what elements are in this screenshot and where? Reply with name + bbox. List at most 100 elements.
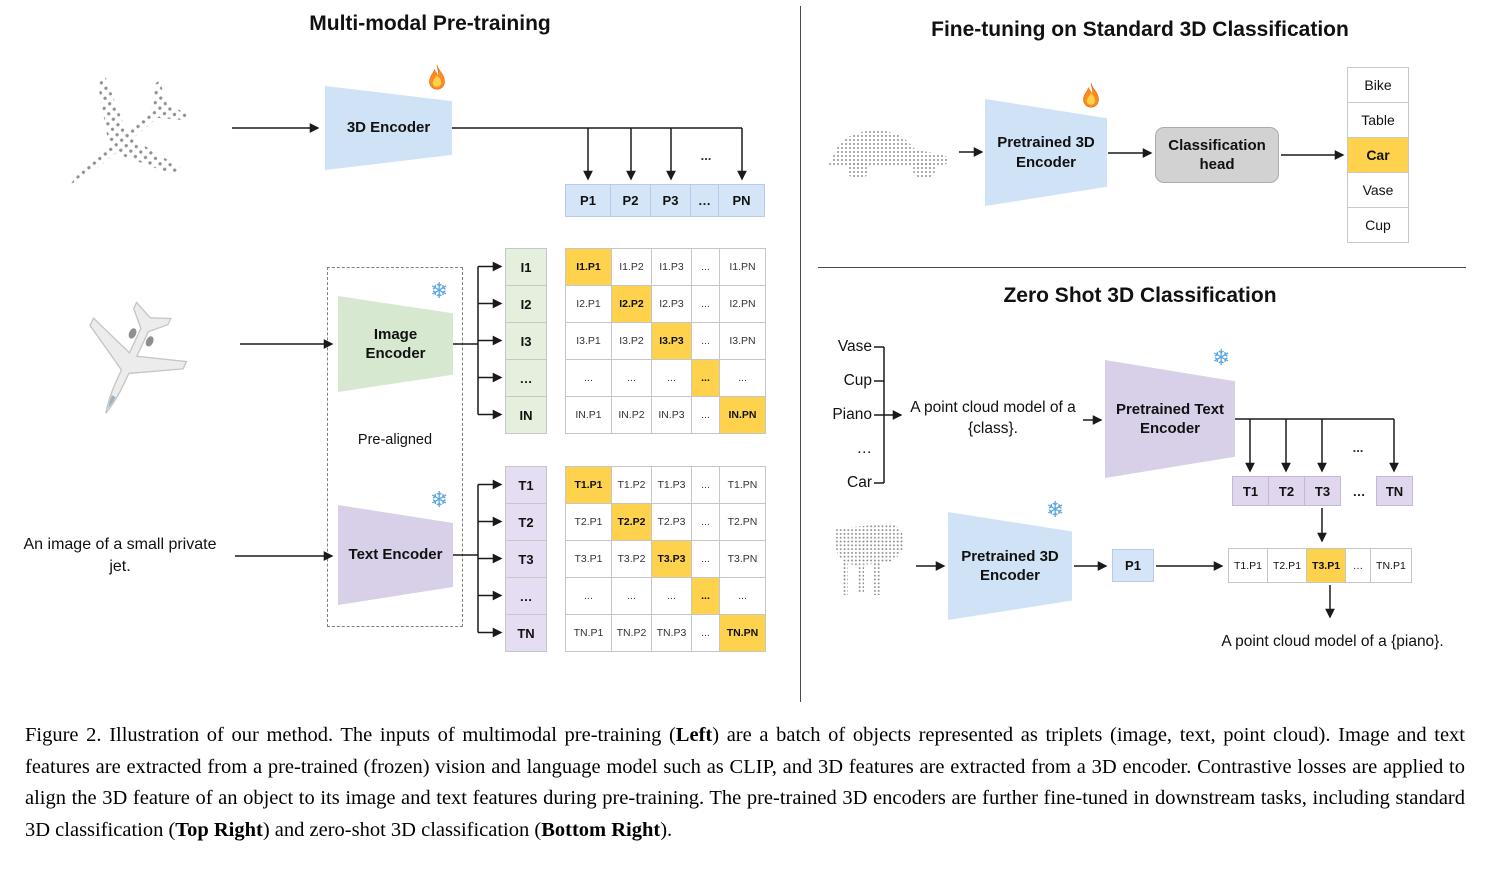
matrix-cell: I1.P2 bbox=[612, 249, 652, 286]
matrix-cell: ... bbox=[566, 360, 612, 397]
image-encoder: Image Encoder bbox=[338, 296, 453, 392]
figure-caption: Figure 2. Illustration of our method. Th… bbox=[25, 720, 1465, 846]
p-header-cell: … bbox=[690, 184, 719, 217]
zs-result-cell: T2.P1 bbox=[1267, 548, 1308, 583]
ellipsis-dots: ... bbox=[1353, 440, 1364, 455]
matrix-cell: T3.P1 bbox=[566, 541, 612, 578]
matrix-cell: T3.P3 bbox=[652, 541, 692, 578]
matrix-cell: T1.P1 bbox=[566, 467, 612, 504]
t-label-cell: TN bbox=[505, 615, 547, 652]
matrix-cell: TN.PN bbox=[720, 615, 766, 652]
snowflake-icon: ❄ bbox=[430, 278, 449, 303]
pretraining-title: Multi-modal Pre-training bbox=[309, 12, 551, 35]
text-encoder: Text Encoder bbox=[338, 505, 453, 605]
zs-t-cell: … bbox=[1352, 483, 1366, 499]
caption-segment: ). bbox=[660, 818, 673, 841]
finetune-title: Fine-tuning on Standard 3D Classificatio… bbox=[931, 18, 1349, 41]
car-point-cloud bbox=[828, 130, 949, 179]
zs-t-cell: TN bbox=[1376, 476, 1413, 506]
zs-t-cell: T2 bbox=[1268, 476, 1305, 506]
zs-class-item: Car bbox=[847, 474, 872, 491]
matrix-cell: ... bbox=[652, 578, 692, 615]
zs-text-encoder: Pretrained Text Encoder bbox=[1105, 360, 1235, 478]
matrix-cell: TN.P3 bbox=[652, 615, 692, 652]
matrix-cell: ... bbox=[720, 360, 766, 397]
encoder-3d: 3D Encoder bbox=[325, 86, 452, 170]
p-header-cell: P1 bbox=[565, 184, 611, 217]
p-header-cell: PN bbox=[718, 184, 765, 217]
classification-head: Classification head bbox=[1155, 127, 1279, 183]
matrix-cell: ... bbox=[612, 360, 652, 397]
flame-icon bbox=[429, 64, 445, 90]
jet-photo bbox=[89, 301, 188, 414]
matrix-cell: IN.P3 bbox=[652, 397, 692, 434]
caption-bold-segment: Top Right bbox=[175, 818, 263, 841]
t-label-cell: … bbox=[505, 578, 547, 615]
matrix-cell: T3.P2 bbox=[612, 541, 652, 578]
matrix-cell: ... bbox=[692, 615, 720, 652]
matrix-cell: I2.PN bbox=[720, 286, 766, 323]
class-cell: Car bbox=[1347, 137, 1409, 173]
airplane-point-cloud bbox=[69, 75, 189, 185]
zeroshot-title: Zero Shot 3D Classification bbox=[1003, 284, 1277, 307]
matrix-cell: ... bbox=[692, 467, 720, 504]
matrix-cell: ... bbox=[692, 541, 720, 578]
zs-result-cell: T1.P1 bbox=[1228, 548, 1269, 583]
zs-class-item: … bbox=[856, 440, 873, 457]
zs-result-cell: … bbox=[1345, 548, 1372, 583]
matrix-cell: ... bbox=[692, 504, 720, 541]
matrix-cell: I2.P1 bbox=[566, 286, 612, 323]
zs-prompt: A point cloud model of a {class}. bbox=[910, 399, 1076, 437]
p1-box: P1 bbox=[1112, 549, 1154, 582]
matrix-cell: ... bbox=[692, 397, 720, 434]
i-label-cell: I2 bbox=[505, 286, 547, 323]
class-cell: Vase bbox=[1347, 172, 1409, 208]
matrix-cell: I1.P1 bbox=[566, 249, 612, 286]
matrix-cell: ... bbox=[612, 578, 652, 615]
snowflake-icon: ❄ bbox=[1212, 345, 1231, 370]
matrix-cell: ... bbox=[692, 286, 720, 323]
zs-result-prompt: A point cloud model of a {piano}. bbox=[1221, 633, 1444, 650]
zs-result-cell: TN.P1 bbox=[1370, 548, 1412, 583]
matrix-cell: T2.PN bbox=[720, 504, 766, 541]
matrix-cell: ... bbox=[692, 323, 720, 360]
matrix-cell: ... bbox=[652, 360, 692, 397]
class-cell: Bike bbox=[1347, 67, 1409, 103]
matrix-cell: ... bbox=[566, 578, 612, 615]
matrix-cell: T1.PN bbox=[720, 467, 766, 504]
matrix-cell: I3.PN bbox=[720, 323, 766, 360]
matrix-cell: ... bbox=[692, 578, 720, 615]
zs-result-cell: T3.P1 bbox=[1306, 548, 1347, 583]
snowflake-icon: ❄ bbox=[1046, 497, 1065, 522]
matrix-cell: I3.P3 bbox=[652, 323, 692, 360]
p-header-cell: P2 bbox=[610, 184, 651, 217]
matrix-cell: ... bbox=[692, 249, 720, 286]
t-label-cell: T1 bbox=[505, 467, 547, 504]
class-cell: Table bbox=[1347, 102, 1409, 138]
matrix-cell: ... bbox=[720, 578, 766, 615]
matrix-cell: TN.P2 bbox=[612, 615, 652, 652]
i-label-cell: … bbox=[505, 360, 547, 397]
matrix-cell: T1.P3 bbox=[652, 467, 692, 504]
matrix-cell: IN.P1 bbox=[566, 397, 612, 434]
p-header-cell: P3 bbox=[650, 184, 691, 217]
caption-segment: Figure 2. Illustration of our method. Th… bbox=[25, 724, 676, 746]
pre-aligned-label: Pre-aligned bbox=[357, 432, 433, 448]
text-input: An image of a small private jet. bbox=[23, 536, 217, 575]
t-label-cell: T3 bbox=[505, 541, 547, 578]
snowflake-icon: ❄ bbox=[430, 487, 449, 512]
matrix-cell: T2.P2 bbox=[612, 504, 652, 541]
zs-t-cell: T3 bbox=[1304, 476, 1341, 506]
caption-bold-segment: Bottom Right bbox=[541, 818, 661, 841]
pre-aligned-box bbox=[327, 267, 463, 627]
matrix-cell: ... bbox=[692, 360, 720, 397]
finetune-encoder: Pretrained 3D Encoder bbox=[985, 99, 1107, 206]
